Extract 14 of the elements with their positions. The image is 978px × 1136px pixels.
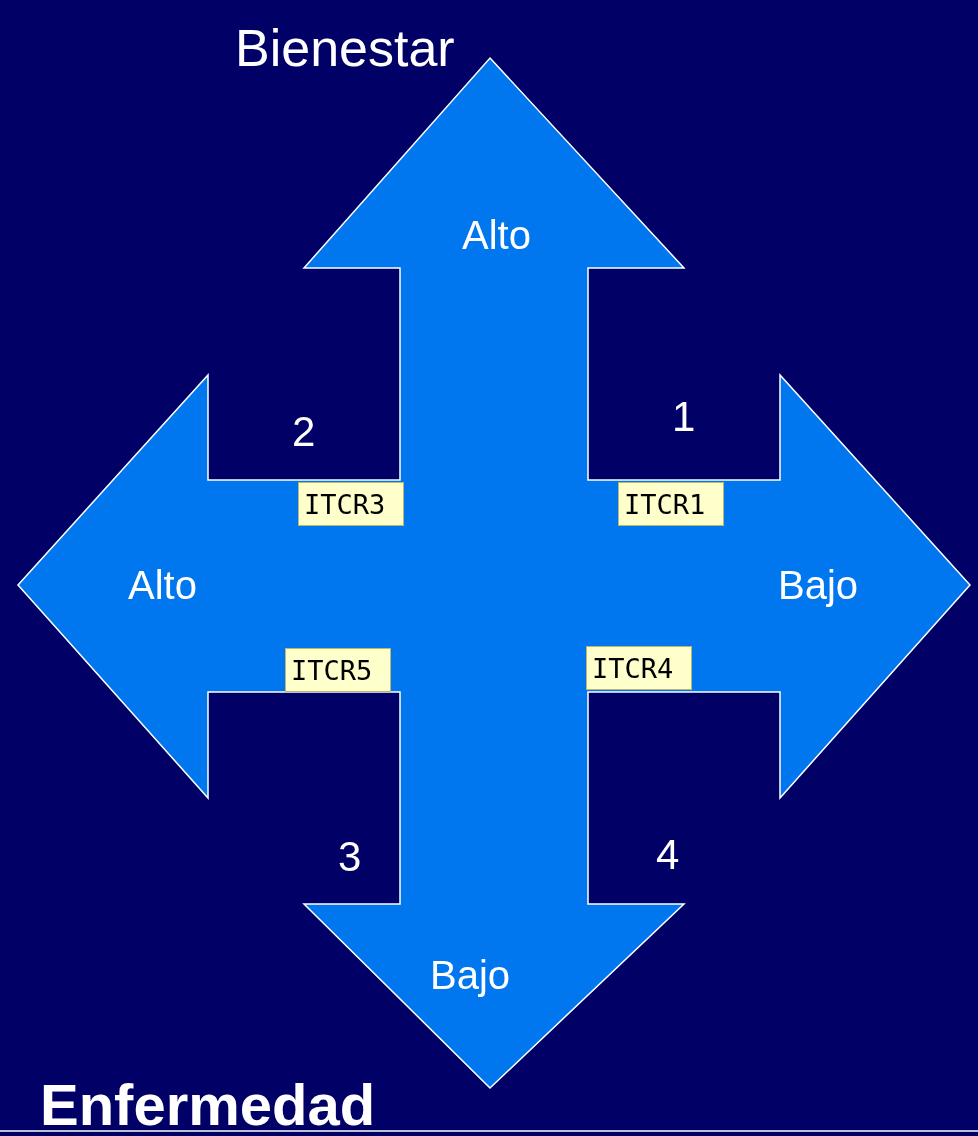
tag-label: ITCR4 [586,646,692,690]
direction-label: Alto [462,212,531,258]
axis-label: Enfermedad [40,1076,376,1134]
tag-label: ITCR5 [285,648,391,692]
tag-label: ITCR1 [618,482,724,526]
direction-label: Bajo [778,562,859,608]
tag-label: ITCR3 [298,482,404,526]
direction-label: Alto [128,562,197,608]
direction-label: Bajo [430,952,511,998]
quadrant-number: 4 [656,834,680,876]
quadrant-number: 2 [292,411,316,453]
quadrant-number: 1 [672,396,696,438]
quadrant-number: 3 [338,836,362,878]
axis-label: Bienestar [235,22,455,74]
